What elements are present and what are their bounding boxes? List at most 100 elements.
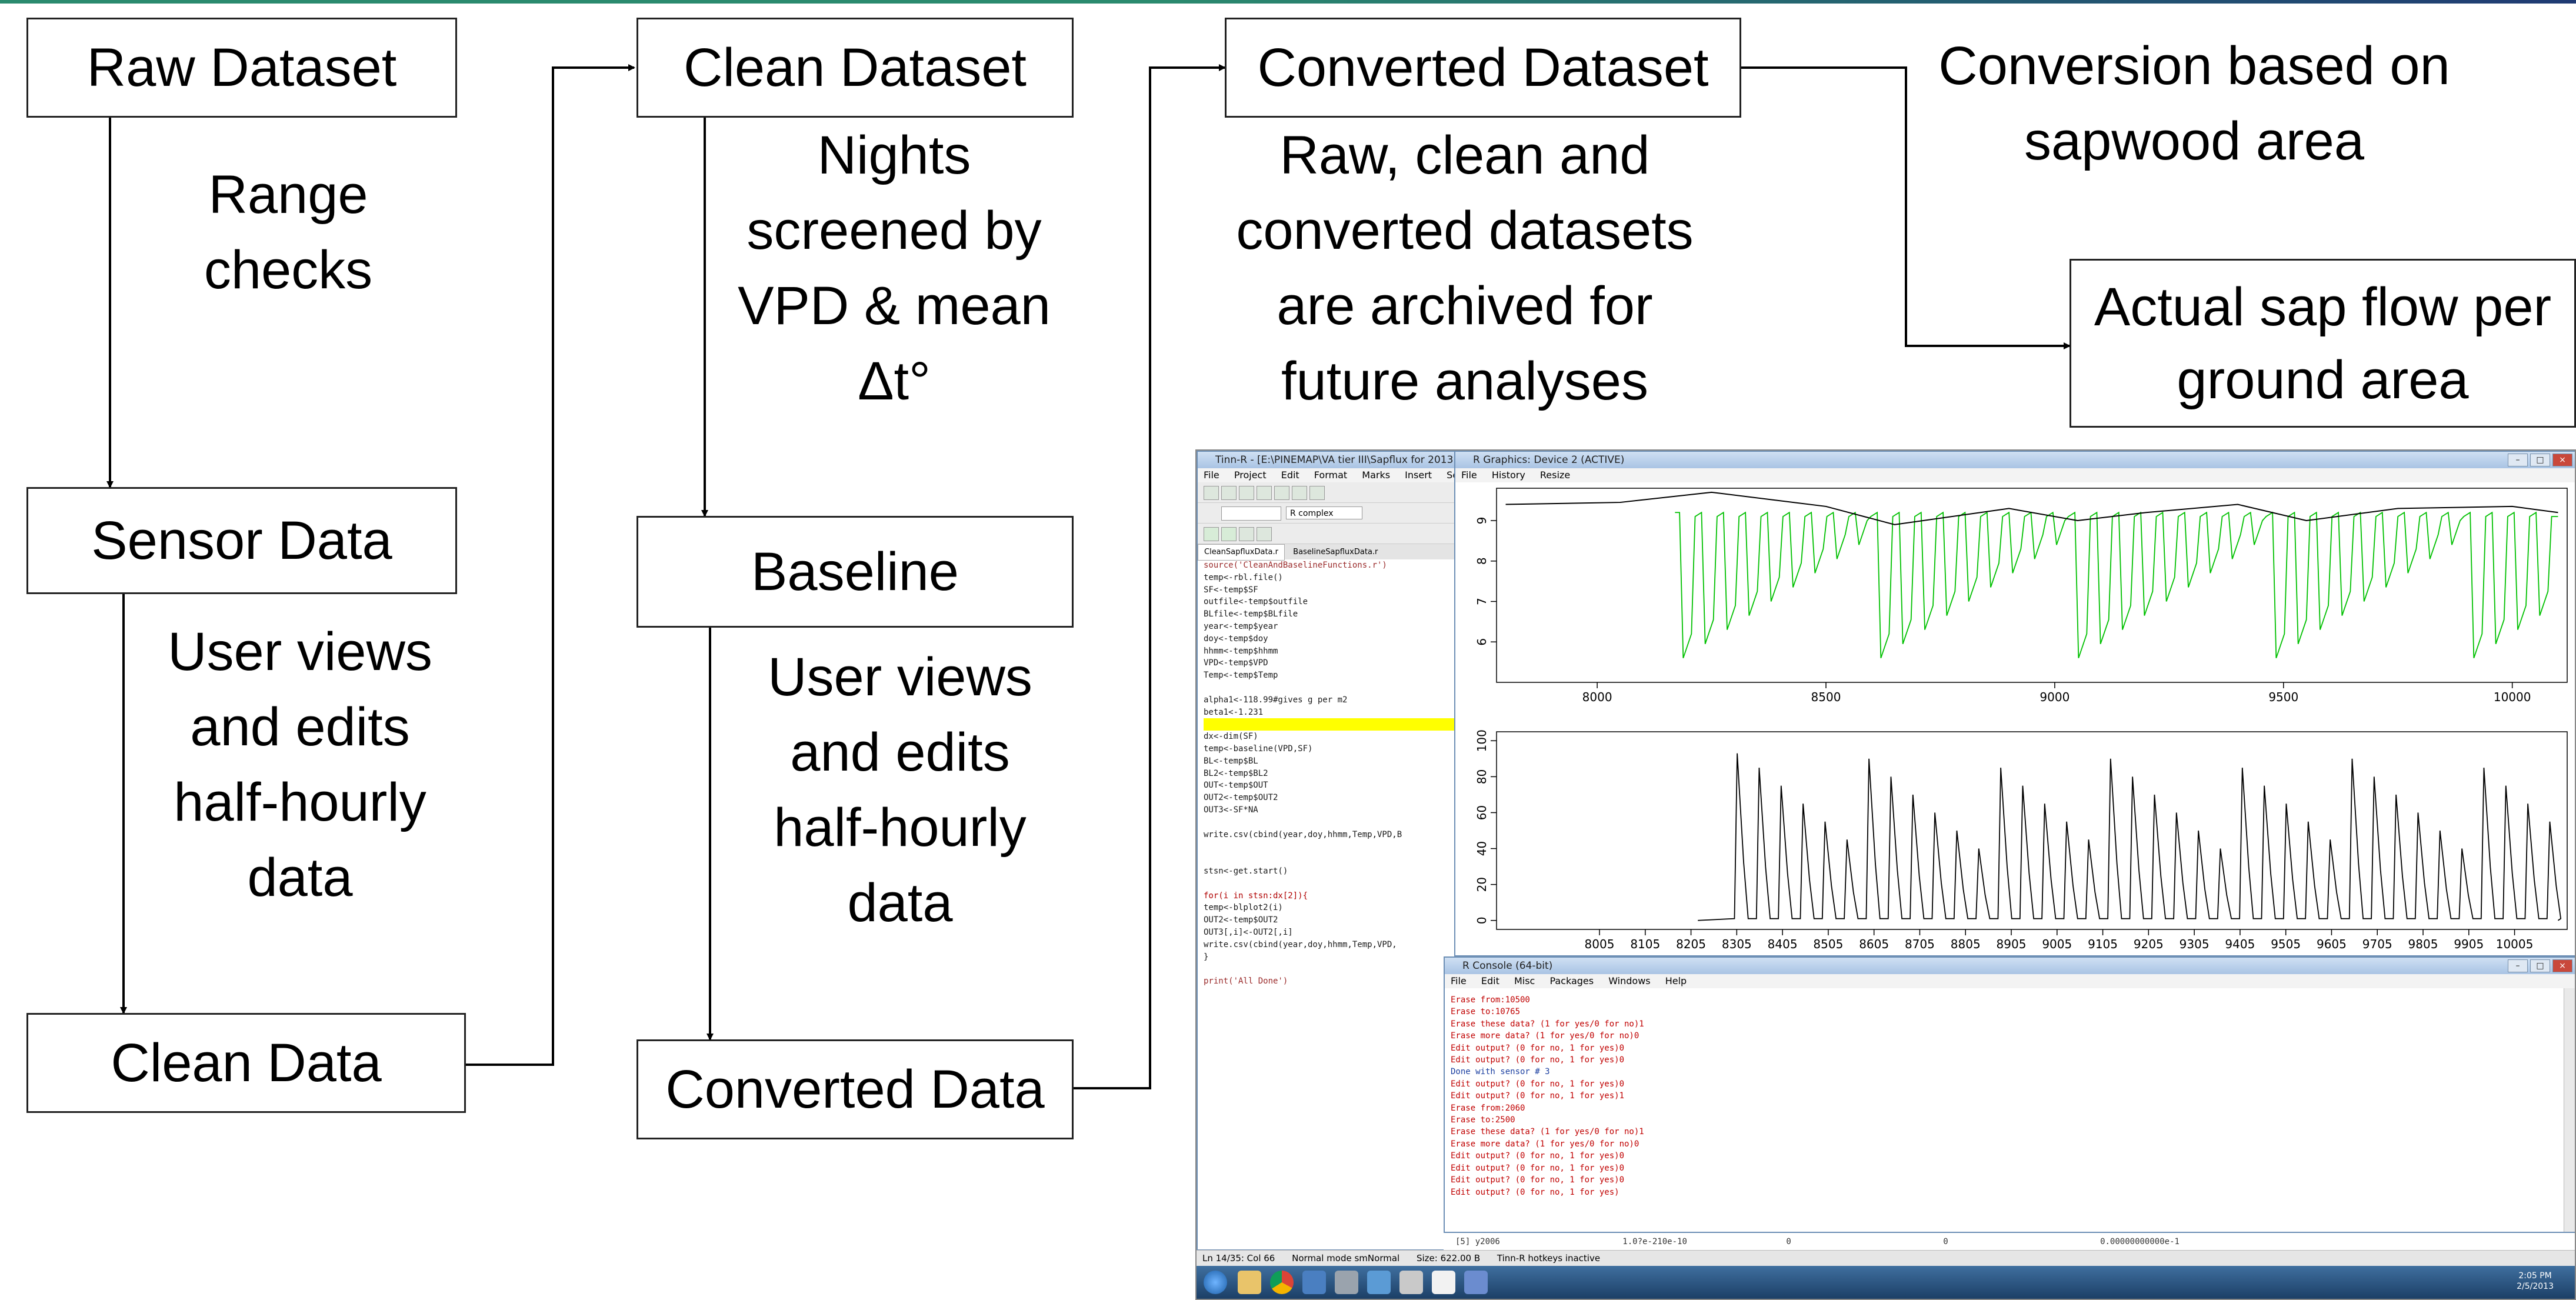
console-line: Erase from:2060 [1451,1103,1525,1113]
console-titlebar[interactable]: R Console (64-bit) –□× [1445,958,2575,974]
open-file-icon[interactable] [1221,486,1237,500]
clean-data-box: Clean Data [26,1013,466,1113]
code-line [1204,718,1454,731]
code-line [1204,816,1454,829]
graphics-menubar: File History Resize [1455,468,2575,482]
bottom-plot-x-tick-label: 9405 [2225,937,2255,951]
copy-icon[interactable] [1292,486,1307,500]
code-line: OUT2<-temp$OUT2 [1204,915,1278,925]
tab-clean-sapflux[interactable]: CleanSapfluxData.r [1198,544,1285,561]
console-menu-edit[interactable]: Edit [1481,975,1499,986]
console-menu-packages[interactable]: Packages [1549,975,1594,986]
editor-menu-project[interactable]: Project [1234,469,1267,481]
arrow-clean-to-cleandataset [466,64,635,1066]
code-line: print('All Done') [1204,976,1288,986]
editor-toolbar-3 [1198,524,1454,544]
new-file-icon[interactable] [1204,486,1219,500]
document-icon[interactable] [1302,1271,1326,1294]
r-desktop-screenshot: Tinn-R - [E:\PINEMAP\VA tier III\Sapflux… [1195,449,2576,1300]
app-icon[interactable] [1335,1271,1358,1294]
edit-icon[interactable] [1432,1271,1455,1294]
close-icon[interactable]: × [2552,454,2572,466]
code-line: alpha1<-118.99#gives g per m2 [1204,695,1348,705]
r-console-window[interactable]: R Console (64-bit) –□× File Edit Misc Pa… [1444,956,2575,1233]
code-line [1204,841,1454,853]
console-line: Erase from:10500 [1451,995,1530,1005]
syntax-combo[interactable]: R complex [1286,506,1362,519]
top-plot-x-tick-label: 8000 [1582,690,1612,704]
console-scrollbar[interactable] [2564,988,2575,1232]
run-line-icon[interactable] [1221,527,1237,541]
print-icon[interactable] [1257,486,1272,500]
tinn-r-editor-window[interactable]: Tinn-R - [E:\PINEMAP\VA tier III\Sapflux… [1197,451,1455,1251]
top-plot-y-tick-label: 9 [1475,517,1489,525]
maximize-icon[interactable]: □ [2530,454,2550,466]
bottom-plot-x-tick-label: 8605 [1859,937,1889,951]
code-line: temp<-blplot2(i) [1204,903,1283,913]
editor-menu-insert[interactable]: Insert [1405,469,1432,481]
cut-icon[interactable] [1274,486,1289,500]
sensor-data-label: Sensor Data [91,510,392,571]
bottom-plot-y-tick-label: 0 [1475,916,1489,924]
editor-menu-edit[interactable]: Edit [1281,469,1299,481]
tools-icon[interactable] [1399,1271,1423,1294]
status-hotkeys: Tinn-R hotkeys inactive [1497,1253,1601,1264]
code-line: outfile<-temp$outfile [1204,597,1308,607]
r-graphics-window[interactable]: R Graphics: Device 2 (ACTIVE) –□× File H… [1454,451,2575,956]
chrome-icon[interactable] [1270,1271,1294,1294]
console-line: Edit output? (0 for no, 1 for yes)0 [1451,1079,1625,1089]
console-menu-help[interactable]: Help [1665,975,1687,986]
code-area[interactable]: source('CleanAndBaselineFunctions.r')tem… [1198,559,1454,1089]
start-button-icon[interactable] [1204,1271,1227,1294]
code-line: VPD<-temp$VPD [1204,658,1268,668]
save-file-icon[interactable] [1239,486,1254,500]
indent-icon[interactable] [1239,527,1254,541]
console-close-icon[interactable]: × [2552,959,2572,972]
r-icon[interactable] [1464,1271,1488,1294]
editor-menu-file[interactable]: File [1204,469,1219,481]
graphics-titlebar[interactable]: R Graphics: Device 2 (ACTIVE) –□× [1455,452,2575,468]
code-line: doy<-temp$doy [1204,634,1268,644]
console-line: Edit output? (0 for no, 1 for yes)1 [1451,1091,1625,1101]
console-menu-windows[interactable]: Windows [1608,975,1651,986]
editor-menu-search[interactable]: Search [1447,469,1454,481]
code-line: write.csv(cbind(year,doy,hhmm,Temp,VPD,B [1204,829,1402,839]
bottom-plot-x-tick-label: 8805 [1951,937,1981,951]
code-line: } [1204,952,1209,962]
minimize-icon[interactable]: – [2508,454,2528,466]
code-line [1204,963,1454,975]
notes-icon[interactable] [1367,1271,1391,1294]
console-maximize-icon[interactable]: □ [2530,959,2550,972]
console-line: Done with sensor # 3 [1451,1067,1550,1077]
console-minimize-icon[interactable]: – [2508,959,2528,972]
code-line: Temp<-temp$Temp [1204,671,1278,681]
comment-icon[interactable] [1257,527,1272,541]
run-icon[interactable] [1204,527,1219,541]
bottom-plot-y-tick-label: 40 [1475,841,1489,856]
converted-dataset-box: Converted Dataset [1225,18,1741,118]
console-menu-file[interactable]: File [1451,975,1467,986]
bottom-plot-x-tick-label: 8505 [1813,937,1843,951]
editor-titlebar[interactable]: Tinn-R - [E:\PINEMAP\VA tier III\Sapflux… [1198,452,1454,468]
top-plot-sapflux-line [1675,511,2558,659]
file-explorer-icon[interactable] [1238,1271,1261,1294]
editor-line-input[interactable] [1221,506,1281,521]
editor-menu-format[interactable]: Format [1314,469,1348,481]
bottom-plot-x-tick-label: 8205 [1676,937,1706,951]
search-icon[interactable] [1309,486,1325,500]
console-line: Erase these data? (1 for yes/0 for no)1 [1451,1019,1644,1029]
editor-menu-marks[interactable]: Marks [1362,469,1391,481]
clean-dataset-box: Clean Dataset [636,18,1074,118]
graphics-menu-resize[interactable]: Resize [1539,469,1571,481]
graphics-menu-history[interactable]: History [1491,469,1525,481]
note-range-checks: Range checks [204,165,373,300]
bottom-plot-y-tick-label: 80 [1475,769,1489,784]
graphics-menu-file[interactable]: File [1461,469,1477,481]
bottom-plot-x-tick-label: 9205 [2134,937,2164,951]
code-line: OUT3[,i]<-OUT2[,i] [1204,927,1293,937]
tab-baseline-sapflux[interactable]: BaselineSapfluxData.r [1293,548,1378,556]
console-menu-misc[interactable]: Misc [1514,975,1535,986]
